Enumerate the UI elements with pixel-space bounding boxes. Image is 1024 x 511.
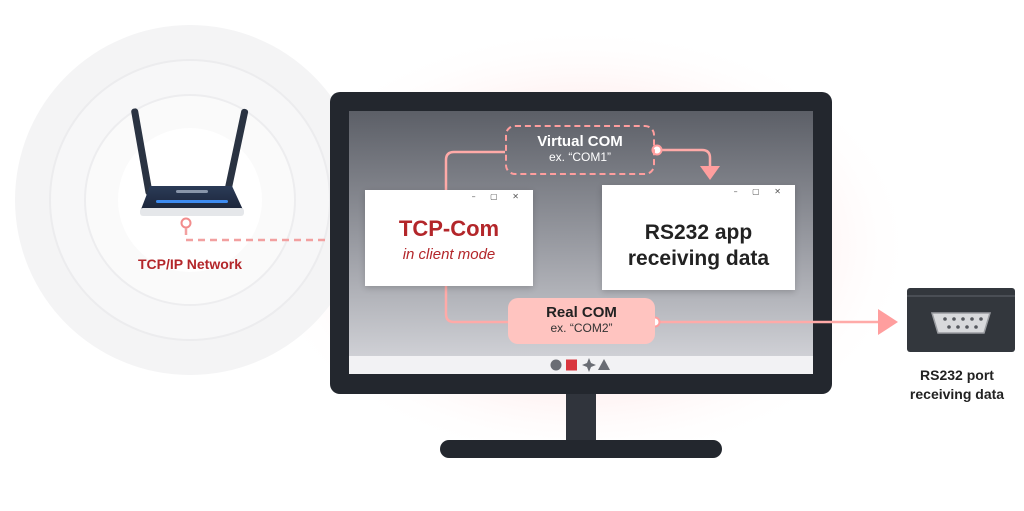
router-connector (184, 228, 340, 242)
window-controls[interactable]: – ▢ ✕ (733, 187, 787, 196)
square-icon (566, 359, 577, 371)
rs232-app-line2: receiving data (627, 247, 770, 270)
connector-tcp-to-virtual (444, 150, 505, 190)
router-label: TCP/IP Network (138, 256, 242, 272)
rs232-app-window: – ▢ ✕ RS232 app receiving data (602, 185, 795, 290)
real-com-title: Real COM (546, 304, 617, 321)
rs232-port-icon (907, 288, 1015, 352)
virtual-com-pill: Virtual COM ex. “COM1” (505, 125, 655, 175)
tcp-com-subtitle: in client mode (402, 246, 496, 263)
taskbar (550, 358, 610, 372)
connector-virtual-to-app (657, 148, 712, 166)
tcp-com-window: – ▢ ✕ TCP-Com in client mode (365, 190, 533, 286)
virtual-arrowhead (700, 166, 720, 180)
window-controls[interactable]: – ▢ ✕ (471, 192, 525, 201)
port-label-line2: receiving data (909, 386, 1005, 402)
port-label-line1: RS232 port (920, 367, 994, 383)
circle-icon (550, 359, 562, 371)
real-com-pill: Real COM ex. “COM2” (508, 298, 655, 344)
triangle-icon (598, 359, 610, 370)
sparkle-icon (582, 358, 596, 372)
port-arrowhead (878, 309, 898, 335)
router-icon (131, 108, 249, 216)
virtual-com-title: Virtual COM (537, 133, 623, 150)
connector-tcp-to-real (444, 286, 508, 324)
virtual-com-example: ex. “COM1” (548, 150, 611, 164)
real-com-example: ex. “COM2” (550, 321, 613, 335)
rs232-app-line1: RS232 app (644, 221, 753, 244)
tcp-com-title: TCP-Com (398, 216, 500, 241)
